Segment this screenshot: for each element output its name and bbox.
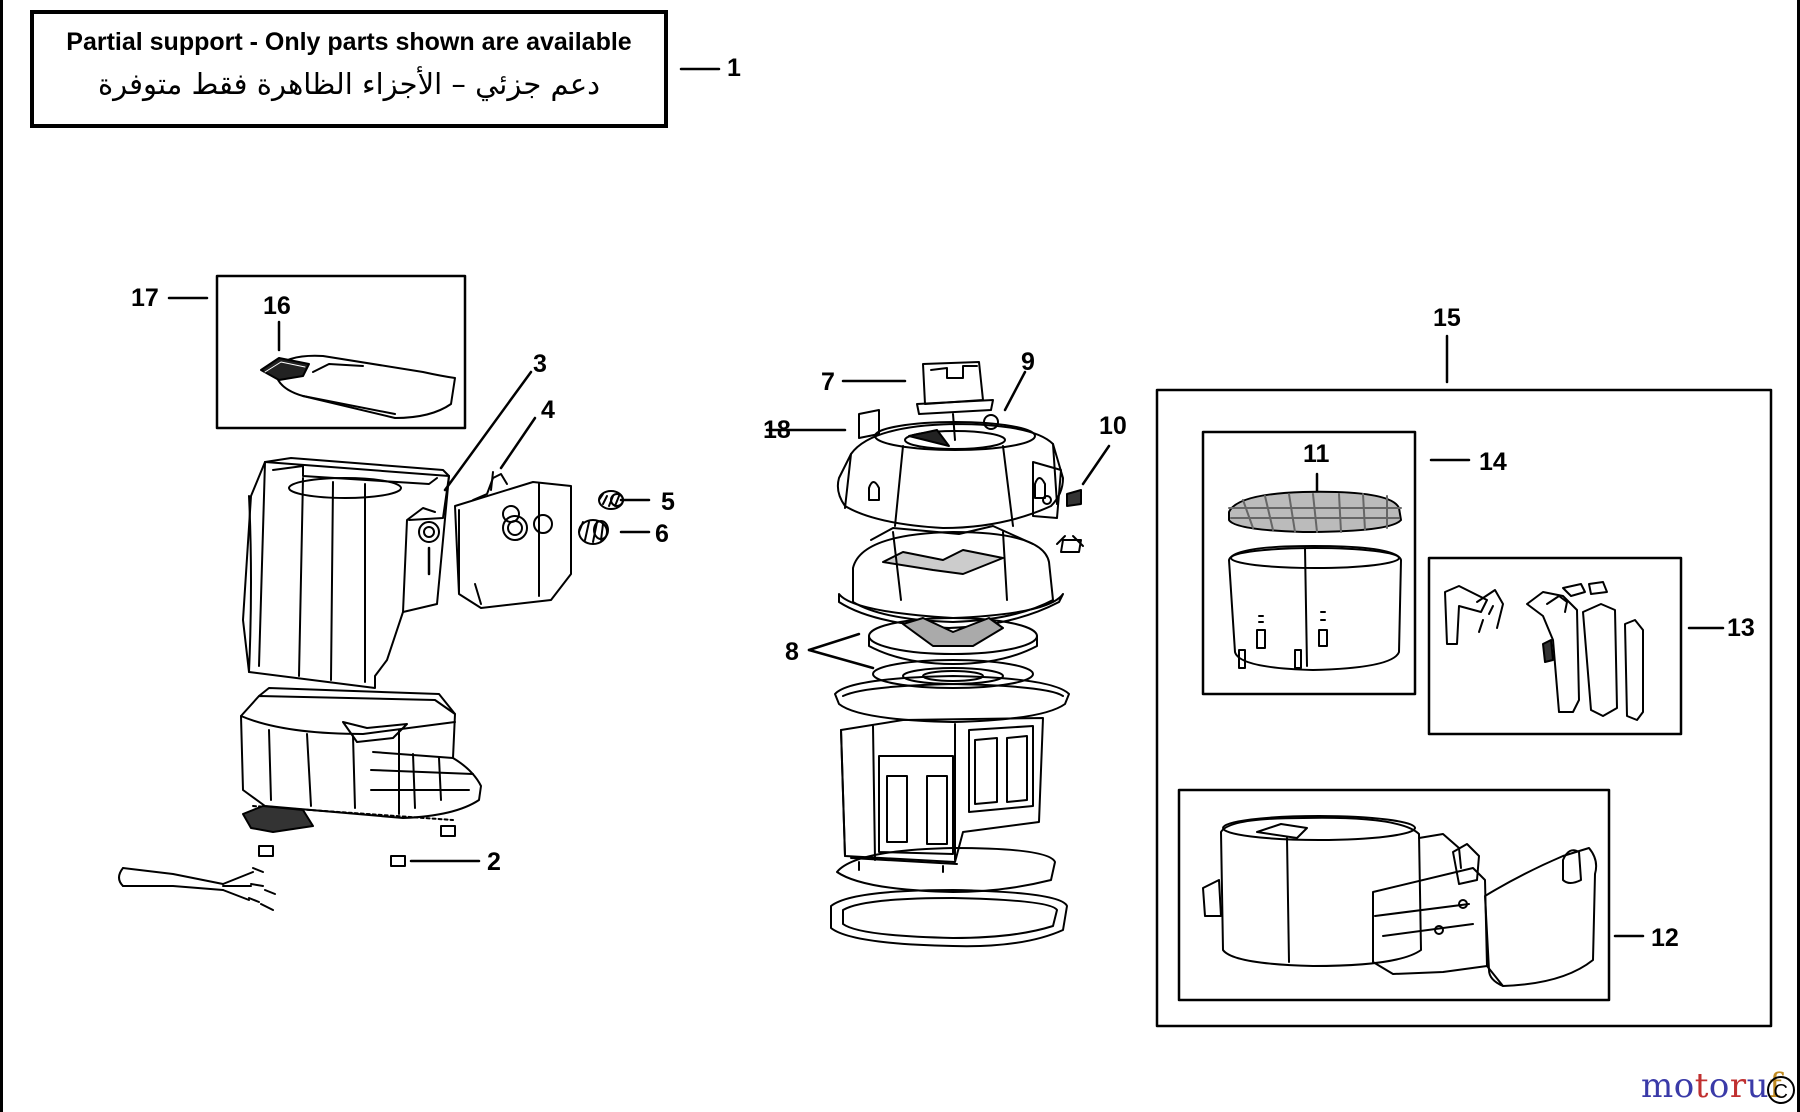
watermark-letter: m bbox=[1641, 1066, 1674, 1106]
frame-ring bbox=[834, 675, 1070, 723]
handle-parts-13 bbox=[1427, 556, 1683, 736]
callout-18: 18 bbox=[763, 416, 791, 444]
watermark-letter: u bbox=[1746, 1066, 1770, 1106]
fan-motor-7 bbox=[916, 361, 999, 441]
base-housing bbox=[240, 687, 482, 821]
notice-english-text: Partial support - Only parts shown are a… bbox=[66, 28, 632, 56]
callout-7: 7 bbox=[821, 368, 835, 396]
watermark-letter: r bbox=[1729, 1066, 1747, 1106]
callout-15: 15 bbox=[1433, 304, 1461, 332]
callout-8: 8 bbox=[785, 638, 799, 666]
watermark-letter: o bbox=[1673, 1066, 1695, 1106]
exploded-parts-diagram: 1 2 3 4 5 6 7 8 9 10 11 12 13 14 15 16 1… bbox=[118, 54, 1773, 1028]
knob-5 bbox=[598, 490, 624, 510]
notice-arabic-text: دعم جزئي – الأجزاء الظاهرة فقط متوفرة bbox=[97, 67, 601, 101]
callout-9: 9 bbox=[1021, 348, 1035, 376]
main-housing bbox=[242, 457, 450, 689]
heating-element-8 bbox=[868, 617, 1038, 689]
callout-labels: 1 2 3 4 5 6 7 8 9 10 11 12 13 14 15 16 1… bbox=[131, 54, 1755, 952]
callout-13: 13 bbox=[1727, 614, 1755, 642]
callout-17: 17 bbox=[131, 284, 159, 312]
basket-assembly-15 bbox=[1155, 388, 1773, 1028]
basket-14 bbox=[1201, 430, 1417, 696]
leader-lines bbox=[167, 67, 1725, 938]
callout-14: 14 bbox=[1479, 448, 1507, 476]
callout-4: 4 bbox=[541, 396, 555, 424]
lid-assembly-17 bbox=[215, 274, 467, 430]
grid-plate-11 bbox=[1228, 490, 1402, 533]
callout-1: 1 bbox=[727, 54, 741, 82]
power-cord bbox=[118, 867, 276, 911]
heater-housing bbox=[838, 525, 1084, 629]
callout-16: 16 bbox=[263, 292, 291, 320]
watermark-letter: o bbox=[1708, 1066, 1730, 1106]
callout-2: 2 bbox=[487, 848, 501, 876]
partial-support-notice: Partial support - Only parts shown are a… bbox=[30, 10, 668, 128]
watermark-letter: t bbox=[1694, 1066, 1709, 1106]
callout-3: 3 bbox=[533, 350, 547, 378]
feet-2 bbox=[242, 805, 456, 867]
control-panel-4 bbox=[454, 471, 572, 609]
callout-10: 10 bbox=[1099, 412, 1127, 440]
top-cover bbox=[836, 409, 1082, 529]
lid-button-16 bbox=[260, 357, 310, 381]
callout-11: 11 bbox=[1303, 440, 1330, 468]
callout-5: 5 bbox=[661, 488, 675, 516]
callout-6: 6 bbox=[655, 520, 669, 548]
watermark-text: motoruf bbox=[1641, 1066, 1782, 1106]
base-plate bbox=[830, 847, 1068, 948]
drawer-12 bbox=[1177, 788, 1611, 1002]
watermark-logo: motoruf C bbox=[1641, 1066, 1795, 1106]
callout-12: 12 bbox=[1651, 924, 1679, 952]
copyright-icon: C bbox=[1767, 1076, 1795, 1104]
knob-6 bbox=[578, 519, 609, 545]
inner-chamber bbox=[840, 717, 1044, 873]
